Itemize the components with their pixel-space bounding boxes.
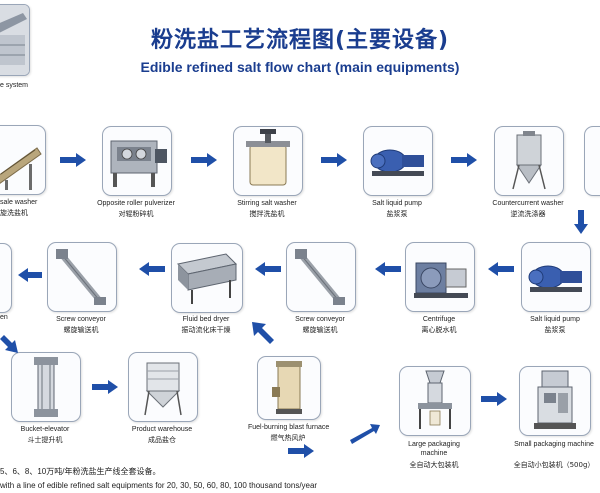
salt-washer-image [0, 125, 46, 195]
arrow-left-icon [139, 262, 165, 276]
arrow-right-icon [451, 153, 477, 167]
roller-pulverizer-label-cn: 对辊粉碎机 [118, 210, 154, 218]
roller-pulverizer-label-en: Opposite roller pulverizer [97, 200, 175, 207]
stirring-washer-label-en: Stirring salt washer [237, 200, 297, 207]
arrow-left-icon [18, 268, 42, 282]
large-packaging-label-en: Large packaging machine [394, 440, 474, 458]
bucket-elevator-label-cn: 斗士提升机 [27, 436, 63, 444]
screw-conveyor-2-label-en: Screw conveyor [56, 316, 106, 323]
arrow-right-icon [321, 153, 347, 167]
blast-furnace-label-cn: 燃气热风炉 [270, 434, 306, 442]
top-left-thumbnail [0, 4, 30, 76]
bucket-elevator-label-en: Bucket-elevator [20, 426, 70, 433]
bucket-elevator-image [11, 352, 81, 422]
fluid-bed-dryer-label-cn: 振动流化床干燥 [181, 326, 231, 334]
product-warehouse-label-cn: 成品盐仓 [148, 436, 176, 444]
salt-washer-label-en: sale washer [0, 199, 38, 206]
arrow-down-icon [574, 210, 588, 234]
arrow-right-icon [481, 392, 507, 406]
right-edge-cut-image [584, 126, 600, 196]
salt-pump-1-label-en: Salt liquid pump [372, 200, 422, 207]
salt-pump-1-image [363, 126, 433, 196]
centrifuge-image [405, 242, 475, 312]
arrow-right-icon [60, 153, 86, 167]
arrow-right-icon [288, 444, 314, 458]
screw-conveyor-1-label-cn: 螺旋输送机 [302, 326, 338, 334]
small-packaging-label-cn: 全自动小包装机（500g） [513, 461, 595, 469]
stirring-washer-label-cn: 搅拌洗盐机 [249, 210, 285, 218]
salt-pump-1-label-cn: 盐浆泵 [386, 210, 408, 218]
salt-washer-label-cn: 旋洗盐机 [0, 209, 28, 217]
countercurrent-washer-label-en: Countercurrent washer [492, 200, 564, 207]
arrow-up-right-icon [350, 424, 380, 444]
arrow-up-left-icon [252, 322, 274, 344]
centrifuge-label-cn: 离心脱水机 [421, 326, 457, 334]
arrow-down-right-icon [0, 335, 18, 353]
top-left-caption: e system [0, 82, 29, 89]
screw-conveyor-2-image [47, 242, 117, 312]
countercurrent-washer-label-cn: 逆流洗涤器 [510, 210, 546, 218]
page-title-en: Edible refined salt flow chart (main equ… [140, 59, 460, 75]
blast-furnace-image [257, 356, 321, 420]
large-packaging-label-cn: 全自动大包装机 [409, 461, 459, 469]
large-packaging-label-text: Large packaging machine [408, 441, 460, 457]
screw-conveyor-1-label-en: Screw conveyor [295, 316, 345, 323]
arrow-left-icon [255, 262, 281, 276]
left-cut-label: en [0, 314, 8, 321]
footer-cn: 5、6、8、10万吨/年粉洗盐生产线全套设备。 [0, 467, 161, 476]
product-warehouse-label-en: Product warehouse [131, 426, 193, 433]
arrow-right-icon [92, 380, 118, 394]
screw-conveyor-1-image [286, 242, 356, 312]
arrow-left-icon [488, 262, 514, 276]
left-edge-cut-image [0, 243, 12, 313]
salt-pump-2-label-cn: 盐浆泵 [544, 326, 566, 334]
large-packaging-image [399, 366, 471, 436]
small-packaging-label-text: Small packaging machine [514, 441, 594, 448]
centrifuge-label-en: Centrifuge [422, 316, 456, 323]
page-title-cn: 粉洗盐工艺流程图(主要设备) [150, 28, 450, 53]
small-packaging-image [519, 366, 591, 436]
salt-pump-2-label-en: Salt liquid pump [530, 316, 580, 323]
countercurrent-washer-image [494, 126, 564, 196]
salt-pump-2-image [521, 242, 591, 312]
roller-pulverizer-image [102, 126, 172, 196]
stirring-washer-image [233, 126, 303, 196]
blast-furnace-label-en: Fuel-burning blast furnace [248, 424, 330, 431]
fluid-bed-dryer-image [171, 243, 243, 313]
screw-conveyor-2-label-cn: 螺旋输送机 [63, 326, 99, 334]
small-packaging-label-en: Small packaging machine [514, 440, 594, 449]
arrow-left-icon [375, 262, 401, 276]
footer-en: with a line of edible refined salt equip… [0, 481, 318, 490]
arrow-right-icon [191, 153, 217, 167]
fluid-bed-dryer-label-en: Fluid bed dryer [182, 316, 230, 323]
product-warehouse-image [128, 352, 198, 422]
